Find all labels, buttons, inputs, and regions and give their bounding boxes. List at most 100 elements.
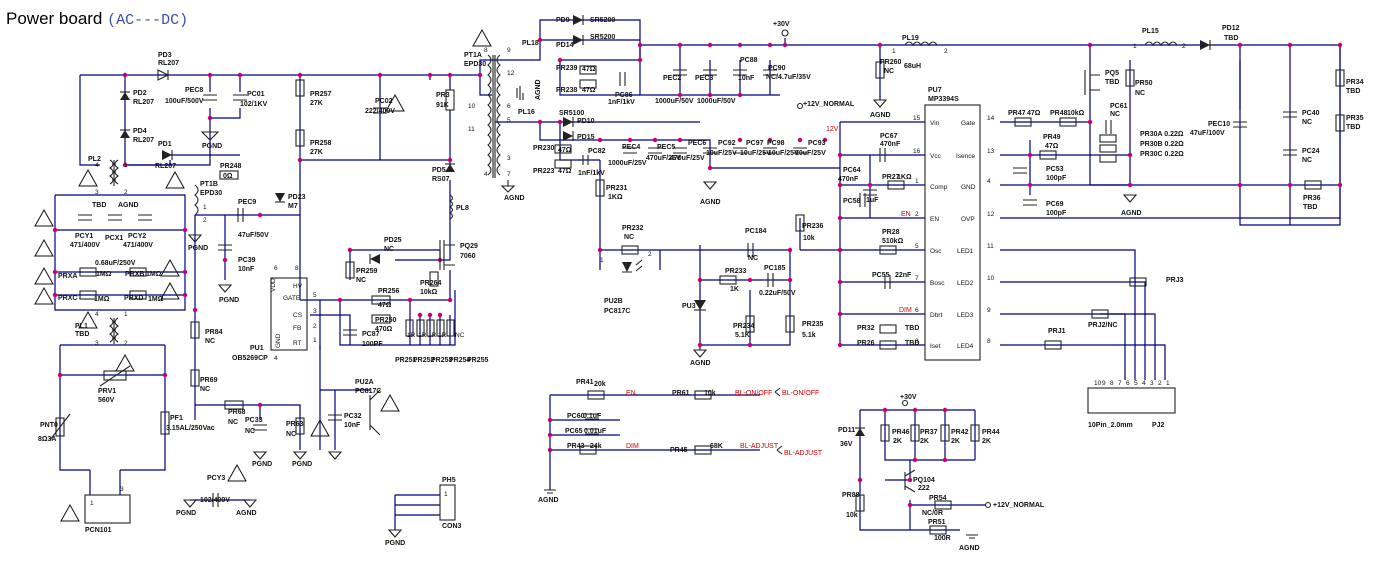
component-label: PC185 (764, 265, 786, 272)
component-label: PR259 (356, 268, 378, 275)
component-label: 2K (951, 438, 960, 445)
connector-pcn101: 13 PCN101 (84, 486, 131, 534)
component-label: PL1 (75, 323, 88, 330)
component-label: RS07 (432, 176, 450, 183)
component-label: PU1 (250, 345, 264, 352)
component-label: GND (275, 333, 282, 348)
component-label: 4 (1142, 380, 1146, 387)
component-label: PD14 (556, 42, 574, 49)
component-label: PR230 (533, 145, 555, 152)
title-text: Power board (6, 9, 103, 28)
warning-icon (34, 266, 54, 285)
warning-icon (115, 353, 135, 372)
component-label: NC (200, 386, 210, 393)
component-label: 9 (987, 307, 991, 314)
component-label: PGND (202, 143, 222, 150)
component-label: 11 (468, 126, 475, 133)
component-label: CON3 (442, 523, 462, 530)
component-label: 1 (444, 491, 448, 498)
component-label: AGND (1121, 210, 1142, 217)
component-label: 10nF (738, 75, 755, 82)
component-label: 47Ω (378, 302, 392, 309)
component-label: PRXC (58, 295, 77, 302)
component-label: PR35 (1346, 115, 1364, 122)
component-label: 1nF/1kV (578, 170, 605, 177)
component-label: 2 (915, 211, 919, 218)
net-en2: EN (626, 390, 636, 397)
component-label: PR88 (842, 492, 860, 499)
component-label: AGND (959, 545, 980, 552)
component-label: PR43 (567, 443, 585, 450)
component-label: 1 (1133, 43, 1137, 50)
component-label: PRV1 (98, 388, 116, 395)
component-label: Osc (930, 248, 942, 255)
component-label: PR50 (1135, 80, 1153, 87)
component-label: 4 (484, 171, 488, 178)
component-label: LED2 (957, 280, 974, 287)
component-label: EN (930, 216, 939, 223)
component-label: PD2 (133, 90, 147, 97)
component-label: 3 (915, 338, 919, 345)
component-label: PGND (176, 510, 196, 517)
component-label: TBD (905, 340, 919, 347)
component-label: PGND (219, 297, 239, 304)
component-label: 0.01uF (584, 428, 607, 435)
component-label: PEC9 (238, 199, 256, 206)
component-label: 2K (920, 438, 929, 445)
warning-icon (310, 418, 330, 437)
component-label: AGND (870, 112, 891, 119)
component-label: PR48 (1050, 110, 1068, 117)
component-label: 7 (507, 171, 511, 178)
component-label: PR254 (449, 357, 471, 364)
component-label: PR253 (431, 357, 453, 364)
component-label: PR235 (802, 321, 824, 328)
component-label: PR257 (310, 91, 332, 98)
component-label: 9 (1102, 380, 1106, 387)
component-label: TBD (1346, 124, 1360, 131)
component-label: TBD (92, 202, 106, 209)
component-label: PGND (188, 245, 208, 252)
component-label: 3 (1150, 380, 1154, 387)
component-label: PRJ2/NC (1088, 322, 1118, 329)
component-label: 100PF (362, 341, 383, 348)
component-label: AGND (504, 195, 525, 202)
component-label: PU2A (355, 379, 374, 386)
component-label: 4 (274, 355, 278, 362)
component-label: BL-ADJUST (740, 443, 779, 450)
component-label: PC67 (880, 133, 898, 140)
component-label: GATE (283, 295, 301, 302)
component-label: 1nF/1kV (608, 99, 635, 106)
component-label: PC87 (362, 331, 380, 338)
component-label: PU7 (928, 87, 942, 94)
component-label: 22nF (895, 272, 912, 279)
component-label: 47Ω (558, 168, 572, 175)
component-label: PC58 (843, 198, 861, 205)
net-dim: DIM (899, 307, 912, 314)
component-label: PR239 (556, 65, 578, 72)
component-label: PR51 (928, 519, 946, 526)
component-label: 1000uF/25V (608, 160, 647, 167)
component-label: PD12 (1222, 25, 1240, 32)
ic-pu1: VDD HV GATE CS FB RT GND 5 3 2 1 6 8 4 P… (232, 265, 317, 362)
component-label: PC184 (745, 228, 767, 235)
component-label: Vcc (930, 153, 942, 160)
